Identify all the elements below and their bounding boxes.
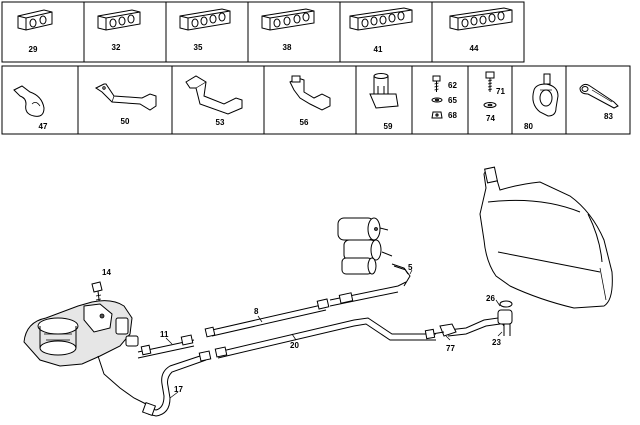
leader-77 (445, 335, 451, 341)
fuel-line-23 (447, 317, 505, 331)
part-number-50: 50 (121, 117, 130, 126)
part-number-62: 62 (448, 81, 457, 90)
bracket-50-drawing (95, 83, 157, 111)
callout-17: 17 (174, 385, 183, 394)
clip-29-drawing (17, 9, 53, 31)
bracket-56-drawing (289, 75, 331, 111)
cable-tie-83-drawing (579, 83, 619, 109)
callout-14: 14 (102, 268, 111, 277)
fuel-system-assembly: 5 8 11 14 17 20 23 26 77 (23, 166, 613, 417)
part-number-65: 65 (448, 96, 457, 105)
callout-23: 23 (492, 338, 501, 347)
part-number-41: 41 (374, 45, 383, 54)
part-number-74: 74 (486, 114, 495, 123)
pipe-clip-47-drawing (13, 85, 45, 117)
callout-5: 5 (408, 263, 413, 272)
fuel-line-17 (147, 353, 207, 411)
clip-32-drawing (97, 9, 141, 31)
bolt-71-washer-74-drawing (483, 71, 497, 108)
callout-8: 8 (254, 307, 259, 316)
parts-catalog-grid: 29 32 35 38 41 44 47 50 53 56 59 62 65 6… (1, 1, 631, 135)
clip-38-drawing (261, 8, 315, 31)
part-number-53: 53 (216, 118, 225, 127)
callout-26: 26 (486, 294, 495, 303)
catalog-cell-83 (565, 65, 631, 135)
part-number-44: 44 (470, 44, 479, 53)
part-number-83: 83 (604, 112, 613, 121)
part-number-47: 47 (39, 122, 48, 131)
callout-20: 20 (290, 341, 299, 350)
leader-23 (497, 331, 503, 337)
fuel-tank (479, 166, 613, 309)
part-number-32: 32 (112, 43, 121, 52)
leader-5 (409, 269, 413, 275)
part-number-29: 29 (29, 45, 38, 54)
fuel-line-20 (217, 317, 436, 353)
fuel-line-8 (211, 303, 327, 331)
clip-44-drawing (449, 7, 513, 31)
leader-26 (495, 299, 501, 307)
part-number-35: 35 (194, 43, 203, 52)
part-number-59: 59 (384, 122, 393, 131)
part-number-68: 68 (448, 111, 457, 120)
clip-41-drawing (349, 7, 413, 31)
catalog-cell-44 (431, 1, 525, 63)
leader-11 (165, 337, 173, 345)
clip-35-drawing (179, 8, 231, 31)
part-number-56: 56 (300, 118, 309, 127)
fasteners-62-65-68-drawing (431, 75, 443, 119)
leader-17 (169, 391, 179, 399)
part-number-38: 38 (283, 43, 292, 52)
leader-20 (291, 333, 297, 341)
part-number-80: 80 (524, 122, 533, 131)
clamp-80-drawing (532, 73, 559, 117)
leader-8 (257, 315, 263, 323)
bracket-53-drawing (185, 75, 243, 115)
fuel-distributor (23, 300, 147, 405)
relay-59-drawing (369, 73, 399, 109)
callout-77: 77 (446, 344, 455, 353)
part-number-71: 71 (496, 87, 505, 96)
callout-11: 11 (160, 330, 169, 339)
filter-assembly (337, 217, 393, 275)
